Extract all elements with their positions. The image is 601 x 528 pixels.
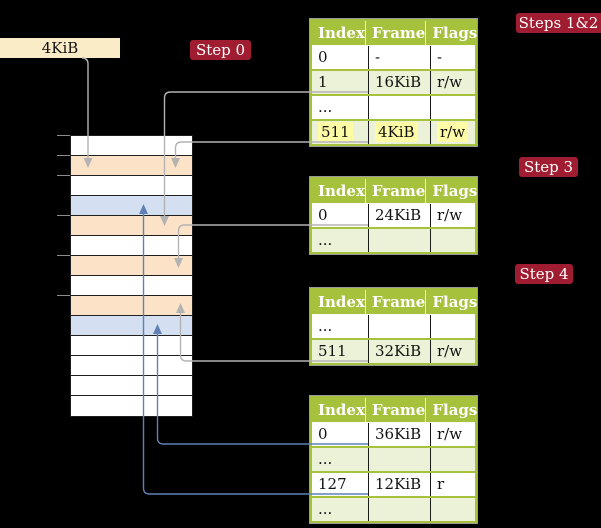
table-cell: r/w	[430, 422, 475, 446]
table-cell: 16KiB	[368, 70, 430, 94]
table-cell: 1	[312, 70, 368, 94]
page-size-label: 4KiB	[0, 38, 120, 58]
memory-row-7-orange	[71, 256, 192, 276]
memory-row-3-white	[71, 176, 192, 196]
memory-row-8-white	[71, 276, 192, 296]
memory-row-14-white	[71, 396, 192, 416]
column-header-flags: Flags	[425, 397, 478, 422]
table-cell: 0	[312, 203, 368, 227]
table-cell: ...	[312, 95, 368, 119]
page-table-steps-1-2-row-...: ...	[312, 95, 475, 119]
memory-row-9-orange	[71, 296, 192, 316]
step-4-badge: Step 4	[515, 264, 573, 284]
table-cell	[430, 228, 475, 252]
steps-1-2-badge: Steps 1&2	[516, 13, 601, 33]
table-cell: 127	[312, 472, 368, 496]
table-cell: 12KiB	[368, 472, 430, 496]
memory-row-1-white	[71, 136, 192, 156]
page-table-step-4-lower-row-...: ...	[312, 447, 475, 471]
column-header-frame: Frame	[364, 20, 426, 45]
column-header-frame: Frame	[364, 289, 426, 314]
table-cell: ...	[312, 447, 368, 471]
table-cell	[368, 228, 430, 252]
memory-row-5-orange	[71, 216, 192, 236]
table-cell: r	[430, 472, 475, 496]
memory-row-11-white	[71, 336, 192, 356]
page-table-steps-1-2-row-511: 511 4KiB r/w	[312, 120, 475, 144]
table-cell: 511	[312, 339, 368, 363]
table-cell	[368, 95, 430, 119]
table-cell: 4KiB	[368, 120, 430, 144]
table-cell: -	[430, 45, 475, 69]
highlighted-value: 511	[318, 121, 353, 142]
table-cell	[368, 447, 430, 471]
column-header-flags: Flags	[425, 289, 478, 314]
table-cell: ...	[312, 314, 368, 338]
memory-row-2-orange	[71, 156, 192, 176]
column-header-frame: Frame	[364, 178, 426, 203]
table-cell: r/w	[430, 339, 475, 363]
page-table-step-3-row-...: ...	[312, 228, 475, 252]
step-3-badge: Step 3	[519, 157, 578, 177]
memory-row-10-blue	[71, 316, 192, 336]
column-header-frame: Frame	[364, 397, 426, 422]
table-cell: 0	[312, 422, 368, 446]
column-header-index: Index	[312, 397, 365, 422]
table-cell	[368, 497, 430, 521]
step-0-badge: Step 0	[190, 40, 251, 60]
column-header-index: Index	[312, 20, 365, 45]
table-cell	[430, 95, 475, 119]
memory-row-6-white	[71, 236, 192, 256]
page-table-step-4-upper-row-...: ...	[312, 314, 475, 338]
memory-row-13-white	[71, 376, 192, 396]
memory-row-4-blue	[71, 196, 192, 216]
table-cell: 0	[312, 45, 368, 69]
table-cell	[430, 447, 475, 471]
column-header-index: Index	[312, 178, 365, 203]
memory-row-12-white	[71, 356, 192, 376]
table-cell	[430, 497, 475, 521]
table-cell: 511	[312, 120, 368, 144]
page-table-steps-1-2-row-0: 0--	[312, 45, 475, 69]
table-cell	[430, 314, 475, 338]
table-cell: ...	[312, 497, 368, 521]
table-cell: ...	[312, 228, 368, 252]
column-header-flags: Flags	[425, 20, 478, 45]
physical-memory-column	[70, 135, 193, 417]
table-cell	[368, 314, 430, 338]
table-cell: 32KiB	[368, 339, 430, 363]
column-header-index: Index	[312, 289, 365, 314]
table-cell: r/w	[430, 120, 475, 144]
highlighted-value: r/w	[437, 121, 469, 142]
table-cell: 36KiB	[368, 422, 430, 446]
highlighted-value: 4KiB	[375, 121, 418, 142]
table-cell: r/w	[430, 70, 475, 94]
table-cell: r/w	[430, 203, 475, 227]
table-cell: -	[368, 45, 430, 69]
column-header-flags: Flags	[425, 178, 478, 203]
table-cell: 24KiB	[368, 203, 430, 227]
page-table-step-4-lower-row-...: ...	[312, 497, 475, 521]
